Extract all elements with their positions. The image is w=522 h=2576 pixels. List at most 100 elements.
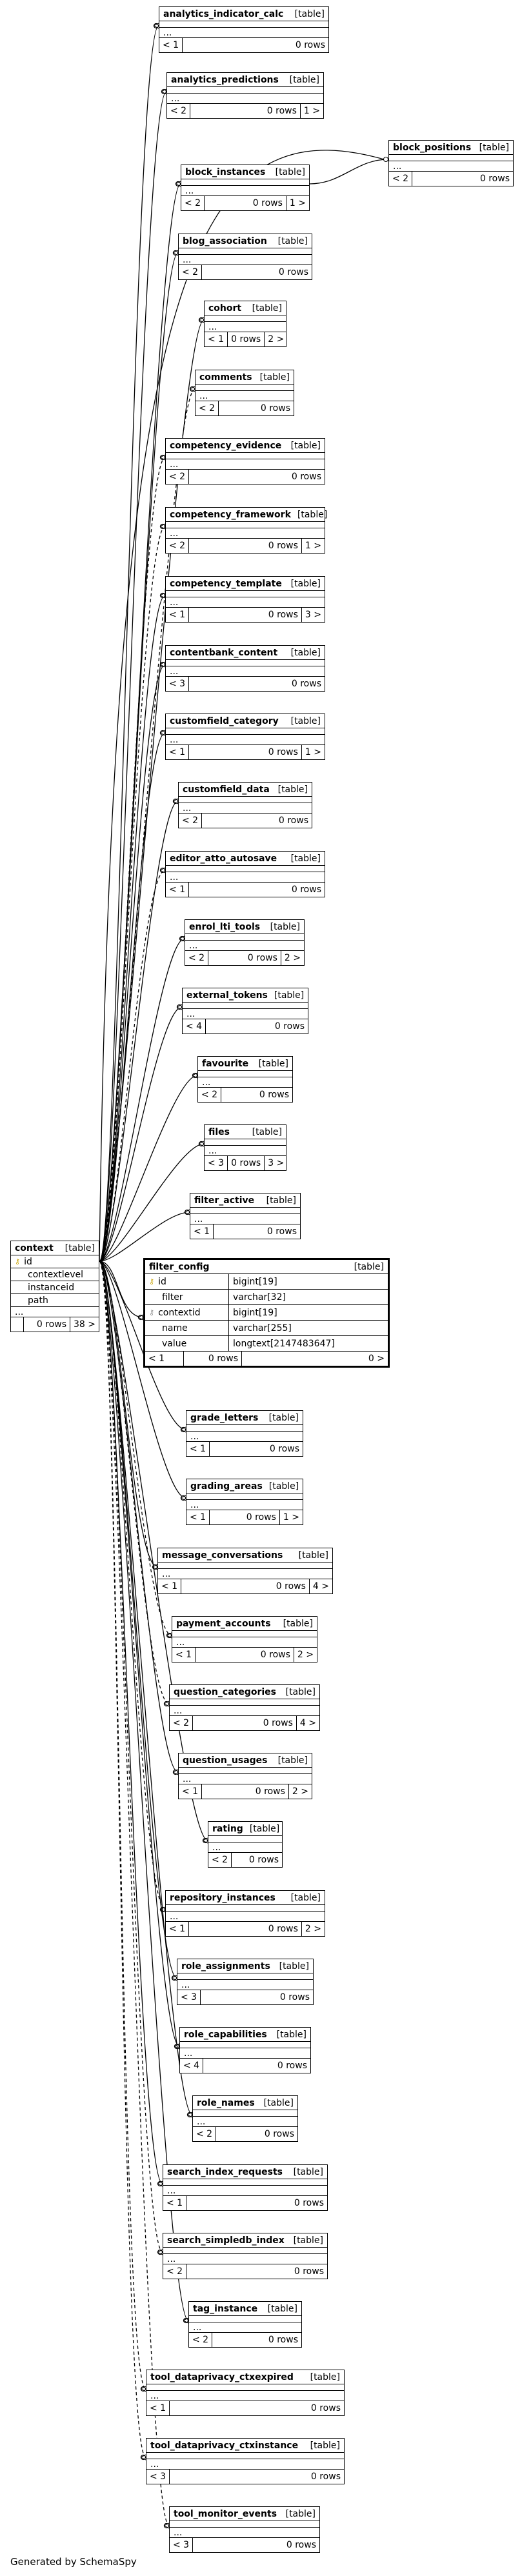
table-name: question_categories	[174, 1686, 276, 1697]
column-row: filter varchar[32]	[145, 1290, 388, 1305]
table-tag: [table]	[310, 2440, 340, 2451]
table-name: message_conversations	[162, 1550, 283, 1561]
more-columns: ...	[170, 1706, 319, 1716]
table-tag: [table]	[263, 2097, 294, 2108]
table-header: files[table]	[205, 1125, 286, 1139]
relationship-line-filter-config	[99, 1261, 144, 1318]
table-name: role_assignments	[181, 1961, 270, 1972]
table-name: search_simpledb_index	[167, 2235, 285, 2246]
table-context[interactable]: context [table] ⚷ id contextlevel instan…	[10, 1241, 99, 1332]
table-tag: [table]	[277, 235, 308, 246]
column-row	[166, 728, 325, 735]
children-count: 2 >	[297, 1650, 314, 1660]
table-name: contentbank_content	[170, 647, 278, 658]
table-tag: [table]	[279, 1961, 309, 1972]
parents-count: < 1	[179, 1784, 203, 1799]
table-header: question_categories[table]	[170, 1685, 319, 1699]
row-count: 0 rows	[196, 1648, 294, 1662]
column-name: filter	[162, 1292, 183, 1303]
children-count: 4 >	[299, 1718, 316, 1728]
column-row	[166, 866, 325, 872]
table-header: message_conversations[table]	[158, 1548, 332, 1563]
table-header: external_tokens[table]	[183, 988, 308, 1003]
relationship-line-tool-dataprivacy-ctxinstance	[99, 1261, 146, 2458]
more-columns: ...	[167, 94, 323, 104]
parents-count: < 2	[179, 265, 203, 279]
row-count: 0 rows	[205, 196, 286, 210]
table-header: role_names[table]	[193, 2096, 297, 2110]
column-name: path	[28, 1295, 48, 1306]
more-columns: ...	[196, 391, 294, 401]
crowfoot-fork	[159, 867, 166, 874]
more-columns: ...	[181, 186, 309, 196]
crowfoot-fork	[159, 592, 166, 599]
table-tool-dataprivacy-ctxinstance[interactable]: tool_dataprivacy_ctxinstance[table]...< …	[146, 2438, 345, 2484]
crowfoot-fork	[140, 2386, 146, 2392]
crowfoot-fork	[159, 454, 166, 461]
relationship-line-search-simpledb-index	[99, 1261, 163, 2253]
table-filter-config[interactable]: filter_config [table] ⚷id bigint[19] fil…	[143, 1258, 390, 1368]
relationship-line-filter-active	[99, 1212, 190, 1262]
more-columns: ...	[166, 735, 325, 745]
table-header: repository_instances[table]	[166, 1891, 325, 1905]
table-tool-dataprivacy-ctxexpired[interactable]: tool_dataprivacy_ctxexpired[table]...< 1…	[146, 2370, 345, 2416]
row-count: 0 rows	[264, 2129, 294, 2139]
column-row: value longtext[2147483647]	[145, 1336, 388, 1352]
column-row	[190, 1208, 300, 1214]
parents-count: < 2	[208, 1853, 232, 1867]
parents-count: < 3	[170, 2538, 194, 2552]
row-count: 0 rows	[291, 884, 321, 895]
relationship-line-contentbank-content	[99, 664, 166, 1262]
table-tag: [table]	[290, 853, 321, 864]
table-header: cohort[table]	[205, 301, 286, 315]
relationship-line-customfield-category	[99, 732, 166, 1262]
relationship-line-editor-atto-autosave	[99, 870, 166, 1262]
table-name: rating	[212, 1823, 243, 1834]
table-name: tag_instance	[193, 2303, 258, 2314]
table-name: role_capabilities	[184, 2029, 267, 2040]
table-name: enrol_lti_tools	[189, 921, 261, 932]
more-columns: ...	[179, 803, 312, 814]
